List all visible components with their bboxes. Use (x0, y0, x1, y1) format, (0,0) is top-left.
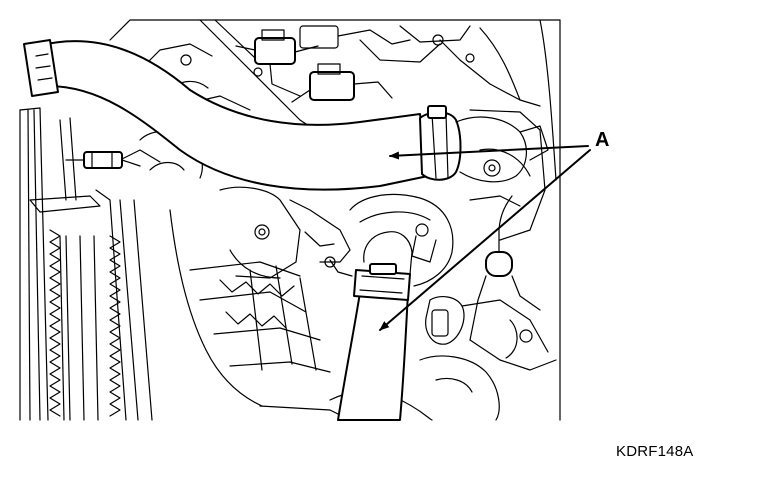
callout-label-a: A (595, 129, 610, 151)
engine-background (109, 19, 561, 421)
figure-code-label: KDRF148A (616, 443, 694, 460)
radiator-assembly (19, 107, 153, 421)
upper-radiator-hose (23, 39, 549, 191)
callout-arrows (379, 145, 591, 331)
lower-radiator-hose (337, 231, 413, 421)
